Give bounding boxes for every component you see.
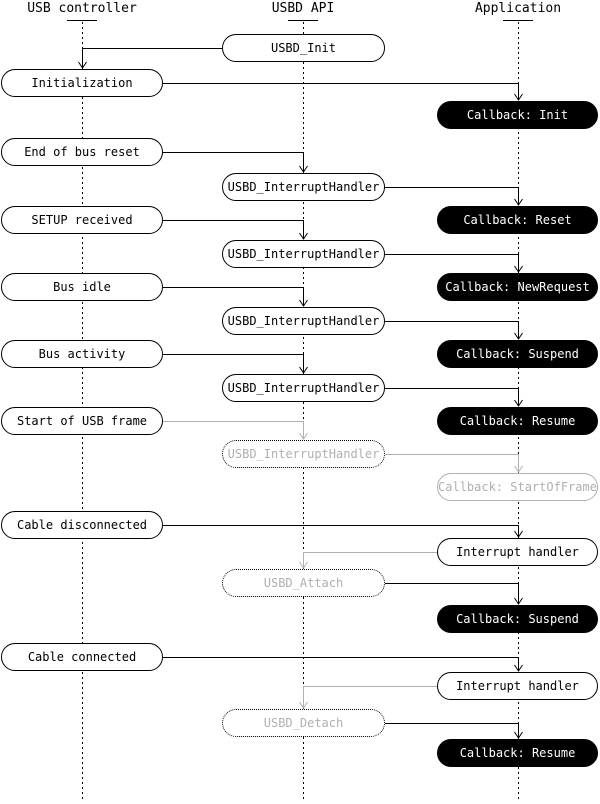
callback-box-reset: Callback: Reset [437, 206, 598, 234]
arrowhead [514, 530, 523, 538]
event-box-bus-activity: Bus activity [1, 340, 163, 368]
connector-ih-to-callbackresume [385, 388, 519, 406]
callback-box-startofframe-inactive: Callback: StartOfFrame [437, 473, 598, 501]
event-box-bus-idle: Bus idle [1, 273, 163, 301]
connector-usbdattach-to-callbacksuspend [385, 583, 519, 604]
api-call-box-interrupthandler-4: USBD_InterruptHandler [222, 374, 385, 402]
arrowhead-gray [299, 432, 308, 440]
arrowhead [299, 366, 308, 374]
connector-cableconnected-to-interrupthandler [163, 657, 519, 671]
event-box-initialization: Initialization [1, 69, 163, 97]
connector-ih-to-callbackreset [385, 187, 519, 205]
api-call-box-interrupthandler-inactive: USBD_InterruptHandler [222, 440, 385, 468]
callback-box-init: Callback: Init [437, 101, 598, 129]
api-call-box-interrupthandler-2: USBD_InterruptHandler [222, 240, 385, 268]
handler-box-interrupt-handler-1: Interrupt handler [437, 538, 598, 566]
arrowhead [299, 299, 308, 307]
callback-box-newrequest: Callback: NewRequest [437, 273, 598, 301]
connector-ih-to-callbackstartofframe-gray [385, 454, 519, 472]
api-call-box-interrupthandler-1: USBD_InterruptHandler [222, 173, 385, 201]
connector-interrupthandler-to-usbdattach-gray [303, 552, 437, 568]
connector-usbdinit-to-initialization [82, 48, 222, 68]
arrowhead [514, 664, 523, 672]
column-header-usb-controller: USB controller [27, 1, 137, 16]
connector-initialization-to-callbackinit [163, 83, 519, 100]
arrowhead [514, 265, 523, 273]
arrowhead [514, 332, 523, 340]
column-header-usbd-api: USBD API [271, 1, 335, 16]
connector-busidle-to-ih [163, 287, 304, 306]
connector-endofbusreset-to-ih [163, 152, 304, 172]
api-call-box-usbd-init: USBD_Init [222, 34, 385, 62]
arrowhead [514, 198, 523, 206]
callback-box-resume-1: Callback: Resume [437, 407, 598, 435]
connector-interrupthandler-to-usbddetach-gray [303, 686, 437, 708]
arrowhead [514, 399, 523, 407]
api-call-box-interrupthandler-3: USBD_InterruptHandler [222, 307, 385, 335]
arrowhead-gray [514, 465, 523, 473]
arrowhead [299, 232, 308, 240]
callback-box-suspend-2: Callback: Suspend [437, 605, 598, 633]
connector-cabledisconnected-to-interrupthandler [163, 525, 519, 537]
active-connectors [78, 48, 523, 739]
handler-box-interrupt-handler-2: Interrupt handler [437, 672, 598, 700]
column-header-application: Application [474, 1, 562, 16]
arrowhead [78, 61, 87, 69]
inactive-connectors [163, 421, 523, 709]
event-box-start-of-usb-frame: Start of USB frame [1, 407, 163, 435]
arrowhead [514, 731, 523, 739]
arrowhead [514, 597, 523, 605]
connector-setupreceived-to-ih [163, 220, 304, 239]
api-call-box-usbd-detach-inactive: USBD_Detach [222, 709, 385, 737]
callback-box-suspend-1: Callback: Suspend [437, 340, 598, 368]
callback-box-resume-2: Callback: Resume [437, 739, 598, 767]
event-box-setup-received: SETUP received [1, 206, 163, 234]
arrowhead-gray [299, 561, 308, 569]
event-box-cable-disconnected: Cable disconnected [1, 511, 163, 539]
arrowhead [299, 165, 308, 173]
arrowhead [514, 93, 523, 101]
api-call-box-usbd-attach-inactive: USBD_Attach [222, 569, 385, 597]
arrowhead-gray [299, 701, 308, 709]
connector-startofusbframe-to-ih-gray [163, 421, 304, 439]
event-box-cable-connected: Cable connected [1, 643, 163, 671]
connector-ih-to-callbacknewrequest [385, 254, 519, 272]
event-box-end-of-bus-reset: End of bus reset [1, 138, 163, 166]
connector-ih-to-callbacksuspend [385, 321, 519, 339]
connector-busactivity-to-ih [163, 354, 304, 373]
connector-usbddetach-to-callbackresume [385, 723, 519, 738]
